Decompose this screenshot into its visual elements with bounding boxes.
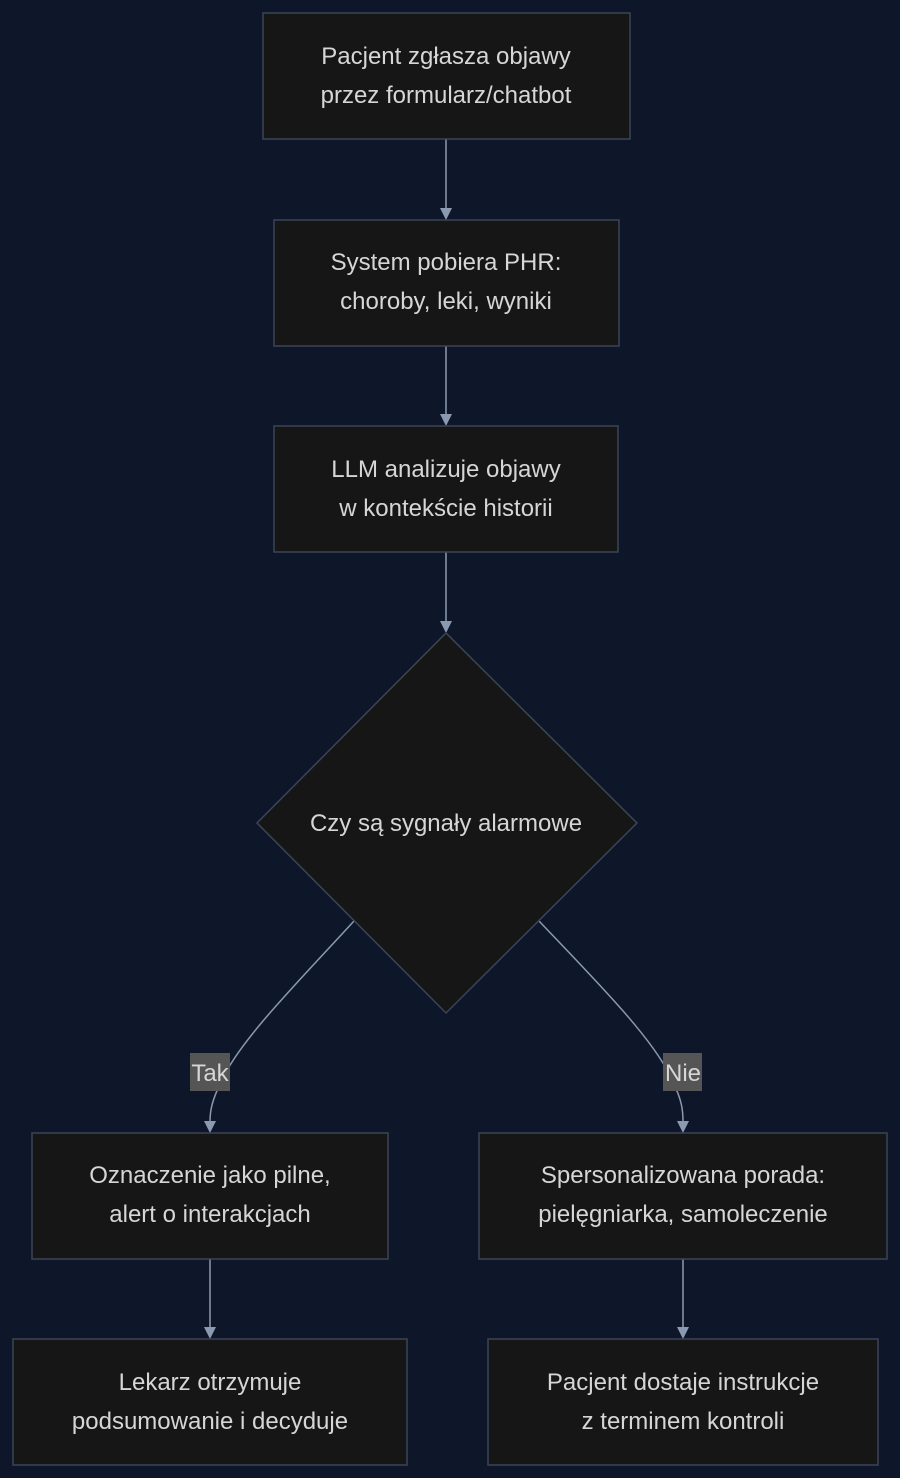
edge-label-no: Nie [663, 1053, 702, 1091]
node-alarm-decision: Czy są sygnały alarmowe [255, 631, 639, 1015]
node-llm-analysis: LLM analizuje objawy w kontekście histor… [273, 425, 619, 553]
arrowhead-advice [677, 1121, 689, 1133]
node-urgent-flag: Oznaczenie jako pilne, alert o interakcj… [31, 1132, 389, 1260]
node-patient-instructions-line2: z terminem kontroli [582, 1408, 785, 1435]
edge-decision-to-urgent [209, 920, 355, 1123]
arrowhead-instructions [677, 1327, 689, 1339]
node-personal-advice-line2: pielęgniarka, samoleczenie [538, 1201, 828, 1228]
arrowhead-doctor [204, 1327, 216, 1339]
node-phr-fetch-line2: choroby, leki, wyniki [340, 288, 552, 315]
node-symptom-report: Pacjent zgłasza objawy przez formularz/c… [262, 12, 631, 140]
node-patient-instructions: Pacjent dostaje instrukcje z terminem ko… [487, 1338, 879, 1466]
node-symptom-report-line2: przez formularz/chatbot [321, 82, 572, 109]
node-phr-fetch-line1: System pobiera PHR: [331, 249, 562, 276]
node-alarm-decision-text: Czy są sygnały alarmowe [310, 810, 582, 837]
node-doctor-summary-line2: podsumowanie i decyduje [72, 1408, 348, 1435]
node-personal-advice-line1: Spersonalizowana porada: [541, 1162, 825, 1189]
arrowhead-decision [440, 621, 452, 633]
node-llm-analysis-line1: LLM analizuje objawy [331, 456, 560, 483]
node-patient-instructions-line1: Pacjent dostaje instrukcje [547, 1369, 819, 1396]
arrowhead-phr [440, 208, 452, 220]
node-urgent-flag-line2: alert o interakcjach [109, 1201, 310, 1228]
node-doctor-summary: Lekarz otrzymuje podsumowanie i decyduje [12, 1338, 408, 1466]
node-phr-fetch: System pobiera PHR: choroby, leki, wynik… [273, 219, 620, 347]
edge-decision-to-advice [538, 920, 684, 1123]
node-llm-analysis-line2: w kontekście historii [338, 495, 552, 522]
node-doctor-summary-line1: Lekarz otrzymuje [119, 1369, 302, 1396]
arrowhead-llm [440, 414, 452, 426]
edges [204, 139, 689, 1339]
node-urgent-flag-line1: Oznaczenie jako pilne, [89, 1162, 330, 1189]
edge-label-yes-text: Tak [191, 1060, 229, 1087]
node-personal-advice: Spersonalizowana porada: pielęgniarka, s… [478, 1132, 888, 1260]
edge-label-no-text: Nie [665, 1060, 701, 1087]
node-symptom-report-line1: Pacjent zgłasza objawy [321, 43, 570, 70]
arrowhead-urgent [204, 1121, 216, 1133]
edge-label-yes: Tak [190, 1053, 230, 1091]
